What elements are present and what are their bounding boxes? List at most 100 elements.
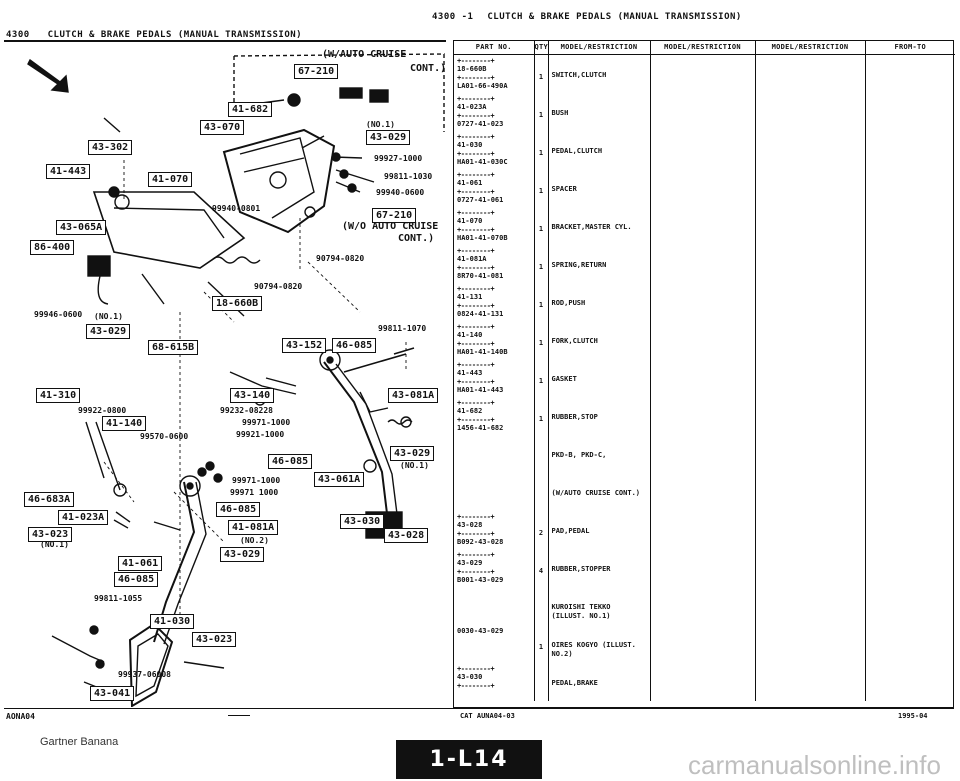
part-label: (NO.2) (240, 536, 269, 545)
part-number-cell: +--------+41-140+--------+HA01-41-140B (454, 320, 535, 359)
part-number: HA01-41-140B (457, 348, 508, 356)
part-number-cell: +--------+41-030+--------+HA01-41-030C (454, 130, 535, 169)
part-number-cell: +--------+43-028+--------+B092-43-028 (454, 510, 535, 549)
empty-cell (865, 207, 955, 245)
part-label: 99921-1000 (236, 430, 285, 439)
header-rule (4, 40, 446, 42)
empty-cell (755, 358, 866, 397)
empty-cell (755, 206, 866, 245)
ref-box: 43-030 (340, 514, 385, 529)
quantity-cell: 1 (534, 396, 549, 435)
table-row: +--------+43-030+--------+PEDAL,BRAKE (454, 662, 955, 701)
part-label: 99940-0600 (376, 188, 425, 197)
part-name-cell: OIRES KOGYO (ILLUST. NO.2) (548, 624, 651, 663)
part-number-cell: +--------+41-081A+--------+8R70-41-081 (454, 244, 535, 283)
part-name-cell: BUSH (548, 92, 651, 131)
empty-cell (865, 169, 955, 207)
ref-frame-bottom: +--------+ (457, 73, 495, 82)
ref-box: 43-041 (90, 686, 135, 701)
empty-cell (865, 663, 955, 701)
part-name-cell: (W/AUTO CRUISE CONT.) (548, 472, 651, 511)
col-qty: QTY (534, 41, 549, 55)
empty-cell (755, 320, 866, 359)
part-label: 99811-1055 (94, 594, 143, 603)
empty-cell (650, 168, 756, 207)
quantity-cell: 1 (534, 624, 549, 663)
quantity-cell: 4 (534, 548, 549, 587)
part-number: B092-43-028 (457, 538, 504, 546)
ref-frame-bottom: +--------+ (457, 567, 495, 576)
quantity-cell: 1 (534, 206, 549, 245)
empty-cell (865, 54, 955, 93)
part-name-cell: SPACER (548, 168, 651, 207)
part-number-cell: 0030-43-029 (454, 624, 535, 663)
quantity-cell (534, 586, 549, 625)
ref-number: 41-030 (457, 141, 483, 149)
exploded-diagram: 67-210 41-682 43-070 43-029 43-302 41-44… (4, 42, 446, 707)
ref-box: 43-029 (366, 130, 411, 145)
quantity-cell (534, 472, 549, 511)
empty-cell (865, 321, 955, 359)
quantity-cell: 2 (534, 510, 549, 549)
footer-tick (228, 715, 250, 716)
ref-frame-top: +--------+ (457, 170, 495, 179)
diagram-drawing (27, 53, 445, 707)
part-number: HA01-41-443 (457, 386, 504, 394)
part-label: (NO.1) (40, 540, 69, 549)
empty-cell (755, 168, 866, 207)
note-no-auto-cruise: (W/O AUTO CRUISE (342, 221, 439, 232)
empty-cell (865, 587, 955, 625)
ref-frame-bottom: +--------+ (457, 187, 495, 196)
ref-frame-bottom: +--------+ (457, 681, 495, 690)
ref-frame-bottom: +--------+ (457, 149, 495, 158)
empty-cell (755, 92, 866, 131)
part-name-cell: ROD,PUSH (548, 282, 651, 321)
ref-number: 41-131 (457, 293, 483, 301)
ref-frame-bottom: +--------+ (457, 339, 495, 348)
part-number-cell: +--------+41-682+--------+1456-41-682 (454, 396, 535, 435)
empty-cell (650, 624, 756, 663)
quantity-cell: 1 (534, 244, 549, 283)
part-number-cell: +--------+41-061+--------+0727-41-061 (454, 168, 535, 207)
col-part-no: PART NO. (454, 41, 535, 55)
ref-frame-bottom: +--------+ (457, 301, 495, 310)
part-number: 0727-41-061 (457, 196, 504, 204)
part-number-cell: +--------+18-660B+--------+LA01-66-490A (454, 54, 535, 93)
note-cont-2: CONT.) (398, 233, 435, 244)
empty-cell (650, 358, 756, 397)
note-cont: CONT.) (410, 63, 447, 74)
empty-cell (650, 396, 756, 435)
empty-cell (650, 548, 756, 587)
empty-cell (865, 131, 955, 169)
empty-cell (755, 510, 866, 549)
empty-cell (650, 510, 756, 549)
part-number: B001-43-029 (457, 576, 504, 584)
part-number-cell: +--------+41-443+--------+HA01-41-443 (454, 358, 535, 397)
table-row: KUROISHI TEKKO (ILLUST. NO.1) (454, 586, 955, 625)
part-number: 0030-43-029 (457, 626, 504, 635)
ref-box: 41-030 (150, 614, 195, 629)
ref-frame-top: +--------+ (457, 322, 495, 331)
part-name-cell: RUBBER,STOP (548, 396, 651, 435)
ref-frame-bottom: +--------+ (457, 377, 495, 386)
parts-body: +--------+18-660B+--------+LA01-66-490A 1… (454, 54, 955, 701)
empty-cell (755, 54, 866, 93)
part-number-cell (454, 434, 535, 473)
part-label: 99971-1000 (242, 418, 291, 427)
footer-cat-number: CAT AUNA04-03 (460, 712, 515, 720)
ref-frame-top: +--------+ (457, 246, 495, 255)
part-label: 99811-1030 (384, 172, 433, 181)
ref-frame-top: +--------+ (457, 512, 495, 521)
note-auto-cruise: (W/AUTO CRUISE (322, 49, 407, 60)
ref-box: 46-683A (24, 492, 75, 507)
empty-cell (650, 282, 756, 321)
ref-frame-top: +--------+ (457, 398, 495, 407)
part-name-cell: BRACKET,MASTER CYL. (548, 206, 651, 245)
page-number-badge: 1-L14 (396, 740, 542, 779)
empty-cell (650, 320, 756, 359)
